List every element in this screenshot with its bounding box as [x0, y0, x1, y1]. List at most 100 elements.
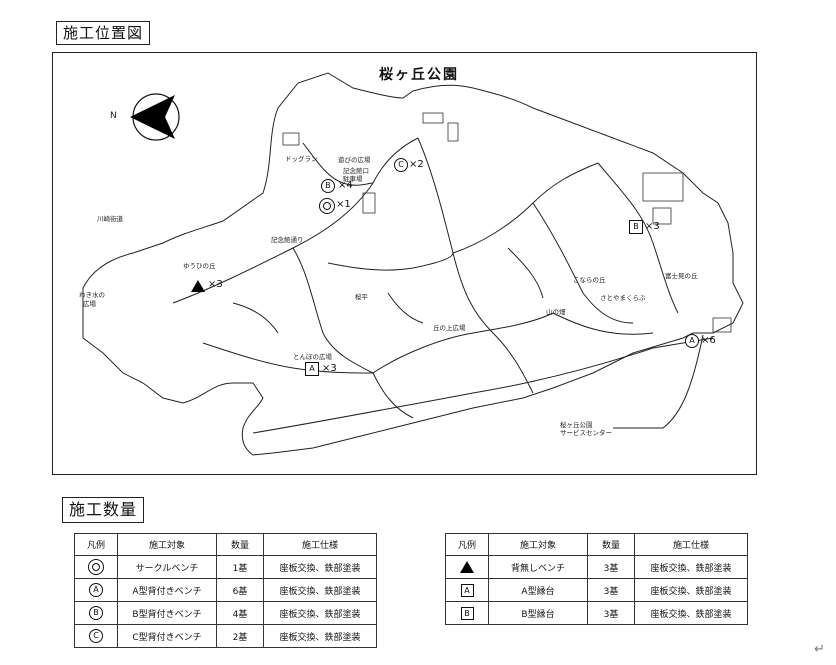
marker-b-count: ×4: [338, 180, 353, 191]
place-kinen-entrance: 記念館口: [343, 167, 369, 175]
place-fuji: 富士見の丘: [665, 272, 698, 280]
marker-a-count: ×6: [701, 335, 716, 346]
marker-b-bench: B: [321, 179, 335, 193]
place-service-center: 桜ヶ丘公園: [560, 421, 593, 429]
path-6: [532, 202, 634, 324]
target-cell: A型縁台: [488, 578, 588, 602]
table-row: 背無しベンチ 3基 座板交換、鉄部塗装: [445, 555, 748, 579]
path-16: [507, 247, 544, 299]
qty-cell: 1基: [216, 555, 264, 579]
b-square-symbol: B: [460, 606, 474, 620]
location-map-heading: 施工位置図: [56, 21, 151, 45]
qty-cell: 3基: [587, 578, 635, 602]
place-kawasaki: 川崎街道: [97, 215, 123, 223]
place-parking: 駐車場: [343, 175, 363, 183]
legend-cell: A: [74, 578, 118, 602]
marker-c-count: ×2: [409, 159, 424, 170]
north-arrow: [130, 93, 180, 141]
header-target: 施工対象: [488, 533, 588, 556]
path-4: [417, 137, 494, 334]
target-cell: サークルベンチ: [117, 555, 217, 579]
legend-cell: A: [445, 578, 489, 602]
qty-cell: 3基: [587, 555, 635, 579]
place-oka-ue: 丘の上広場: [433, 324, 466, 332]
spec-cell: 座板交換、鉄部塗装: [634, 578, 748, 602]
a-square-symbol: A: [460, 583, 474, 597]
building-2: [447, 122, 459, 142]
paragraph-return-mark: ↵: [814, 642, 825, 657]
map-title: 桜ヶ丘公園: [379, 67, 459, 83]
park-boundary: [82, 72, 744, 456]
road-south: [252, 337, 714, 434]
path-3: [372, 312, 554, 374]
path-main: [172, 137, 419, 304]
table-row: A A型縁台 3基 座板交換、鉄部塗装: [445, 578, 748, 602]
spec-cell: 座板交換、鉄部塗装: [263, 555, 377, 579]
park-map: 桜ヶ丘公園 N ドッグラン 遊びの広場 記念館口 駐車場 川崎街道 記念館通り …: [52, 52, 757, 475]
path-10: [492, 332, 534, 394]
marker-b-bench-square: B: [629, 220, 643, 234]
place-dog-run: ドッグラン: [285, 155, 318, 163]
marker-c-bench: C: [394, 158, 408, 172]
legend-cell: B: [445, 601, 489, 625]
place-satoyama: さとやまくらぶ: [600, 294, 646, 302]
place-wakimizu: わき水の: [79, 291, 105, 299]
target-cell: C型背付きベンチ: [117, 624, 217, 648]
path-8: [202, 342, 374, 374]
header-target: 施工対象: [117, 533, 217, 556]
service-line: [613, 334, 704, 429]
building-3: [642, 172, 684, 202]
b-circle-symbol: B: [89, 606, 103, 620]
circle-bench-symbol: [88, 559, 104, 575]
building-5: [362, 192, 376, 214]
place-wakimizu-2: 広場: [83, 300, 96, 308]
table-row: B B型縁台 3基 座板交換、鉄部塗装: [445, 601, 748, 625]
a-circle-symbol: A: [89, 583, 103, 597]
path-11: [327, 252, 454, 271]
header-qty: 数量: [587, 533, 635, 556]
target-cell: B型背付きベンチ: [117, 601, 217, 625]
marker-a-bench: A: [685, 334, 699, 348]
spec-cell: 座板交換、鉄部塗装: [263, 578, 377, 602]
marker-circle-count: ×1: [336, 199, 351, 210]
table-row: C C型背付きベンチ 2基 座板交換、鉄部塗装: [74, 624, 377, 648]
qty-cell: 6基: [216, 578, 264, 602]
place-yuhi: ゆうひの丘: [183, 262, 216, 270]
path-5: [452, 162, 599, 254]
place-sakuradaira: 桜平: [355, 293, 368, 301]
north-label: N: [110, 111, 117, 121]
c-circle-symbol: C: [89, 629, 103, 643]
service-building: [712, 317, 732, 333]
path-14: [232, 302, 279, 334]
quantity-table-right: 凡例 施工対象 数量 施工仕様 背無しベンチ 3基 座板交換、鉄部塗装 A A型…: [445, 533, 748, 625]
qty-cell: 4基: [216, 601, 264, 625]
qty-cell: 3基: [587, 601, 635, 625]
legend-cell: B: [74, 601, 118, 625]
marker-circle-bench: [319, 198, 335, 214]
table-row: B B型背付きベンチ 4基 座板交換、鉄部塗装: [74, 601, 377, 625]
place-konara: こならの丘: [573, 276, 606, 284]
path-2: [292, 247, 374, 374]
spec-cell: 座板交換、鉄部塗装: [263, 624, 377, 648]
path-9: [372, 372, 414, 419]
marker-b-square-count: ×3: [645, 221, 660, 232]
quantity-table-left: 凡例 施工対象 数量 施工仕様 サークルベンチ 1基 座板交換、鉄部塗装 A A…: [74, 533, 377, 648]
marker-a-square-count: ×3: [322, 363, 337, 374]
target-cell: 背無しベンチ: [488, 555, 588, 579]
table-row: A A型背付きベンチ 6基 座板交換、鉄部塗装: [74, 578, 377, 602]
qty-cell: 2基: [216, 624, 264, 648]
path-7: [597, 162, 679, 314]
table-row: サークルベンチ 1基 座板交換、鉄部塗装: [74, 555, 377, 579]
path-15: [387, 292, 424, 324]
building-1: [422, 112, 444, 124]
marker-triangle-count: ×3: [208, 279, 223, 290]
spec-cell: 座板交換、鉄部塗装: [634, 555, 748, 579]
path-12: [302, 142, 374, 186]
target-cell: A型背付きベンチ: [117, 578, 217, 602]
spec-cell: 座板交換、鉄部塗装: [263, 601, 377, 625]
place-service-center-2: サービスセンター: [560, 429, 612, 437]
place-kinenkan-street: 記念館通り: [271, 236, 304, 244]
triangle-symbol: [460, 561, 474, 573]
legend-cell: [74, 555, 118, 579]
building-6: [282, 132, 300, 146]
